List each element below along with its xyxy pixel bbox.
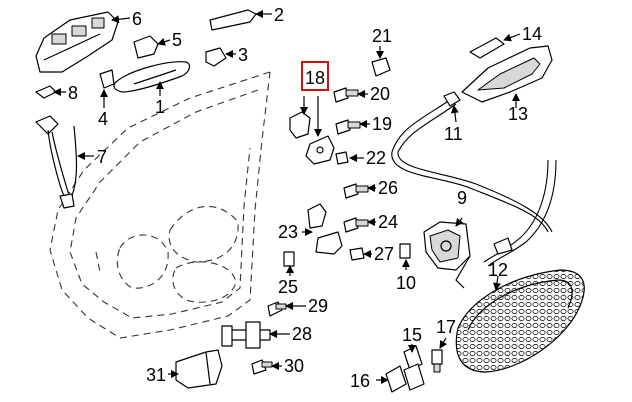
callout-27[interactable]: 27 — [374, 244, 394, 264]
part-8-clip — [35, 85, 57, 99]
part-11-cable — [391, 91, 557, 289]
part-3-cap — [205, 47, 227, 67]
callout-15[interactable]: 15 — [402, 325, 422, 345]
leader-lines — [53, 10, 521, 384]
callout-18[interactable]: 18 — [305, 68, 325, 88]
callout-11[interactable]: 11 — [444, 124, 463, 144]
part-25-bolt — [283, 251, 295, 267]
callout-20[interactable]: 20 — [370, 84, 390, 104]
part-5-cap — [133, 35, 159, 59]
part-4-bracket — [99, 69, 115, 89]
callout-8[interactable]: 8 — [68, 83, 78, 103]
part-19-bolt — [335, 119, 361, 135]
callout-2[interactable]: 2 — [274, 5, 284, 25]
callout-10[interactable]: 10 — [396, 273, 416, 293]
callout-12[interactable]: 12 — [488, 260, 508, 280]
callout-16[interactable]: 16 — [350, 371, 370, 391]
callout-4[interactable]: 4 — [98, 109, 108, 129]
part-23-hinge — [307, 203, 343, 255]
part-30-screw — [251, 359, 273, 375]
part-29-screw — [267, 301, 287, 317]
part-17-screw — [431, 349, 443, 373]
part-13-inner-handle — [461, 45, 553, 103]
callout-3[interactable]: 3 — [238, 45, 248, 65]
part-20-bolt — [333, 87, 359, 103]
callout-31[interactable]: 31 — [146, 365, 166, 385]
callout-17[interactable]: 17 — [436, 317, 456, 337]
door-outline — [49, 71, 271, 339]
callout-1[interactable]: 1 — [155, 97, 165, 117]
part-12-speaker-grille — [455, 269, 585, 373]
callout-21[interactable]: 21 — [372, 26, 392, 46]
callout-19[interactable]: 19 — [372, 114, 392, 134]
callout-28[interactable]: 28 — [292, 324, 312, 344]
callout-7[interactable]: 7 — [97, 147, 107, 167]
callout-labels: 1 2 3 4 5 6 7 8 9 10 11 12 13 14 15 16 1… — [68, 5, 542, 391]
part-31-cover — [175, 349, 223, 389]
part-10-screw — [399, 243, 411, 259]
callout-14[interactable]: 14 — [522, 24, 542, 44]
callout-6[interactable]: 6 — [132, 9, 142, 29]
part-22-washer — [335, 151, 349, 165]
part-1-outer-handle — [113, 61, 191, 93]
callout-30[interactable]: 30 — [284, 356, 304, 376]
callout-24[interactable]: 24 — [378, 212, 398, 232]
callout-29[interactable]: 29 — [308, 296, 328, 316]
part-26-bolt — [343, 183, 369, 199]
callout-18-highlight-box — [301, 61, 329, 91]
callout-23[interactable]: 23 — [278, 222, 298, 242]
callout-25[interactable]: 25 — [278, 277, 298, 297]
callout-9[interactable]: 9 — [457, 188, 467, 208]
callout-13[interactable]: 13 — [508, 104, 528, 124]
callout-22[interactable]: 22 — [366, 148, 386, 168]
part-2-trim-strip — [209, 9, 257, 31]
part-7-rod — [35, 115, 78, 209]
part-6-handle-carrier — [35, 11, 119, 73]
part-14-bracket — [469, 37, 505, 59]
part-24-bolt — [343, 217, 369, 233]
part-21-grommet — [371, 57, 391, 77]
part-18-hinge — [289, 111, 335, 165]
part-16-clip — [385, 363, 425, 393]
part-9-door-lock — [423, 221, 471, 271]
part-27-washer — [349, 247, 365, 261]
callout-5[interactable]: 5 — [172, 30, 182, 50]
callout-26[interactable]: 26 — [378, 178, 398, 198]
part-28-check-strap — [221, 321, 271, 349]
